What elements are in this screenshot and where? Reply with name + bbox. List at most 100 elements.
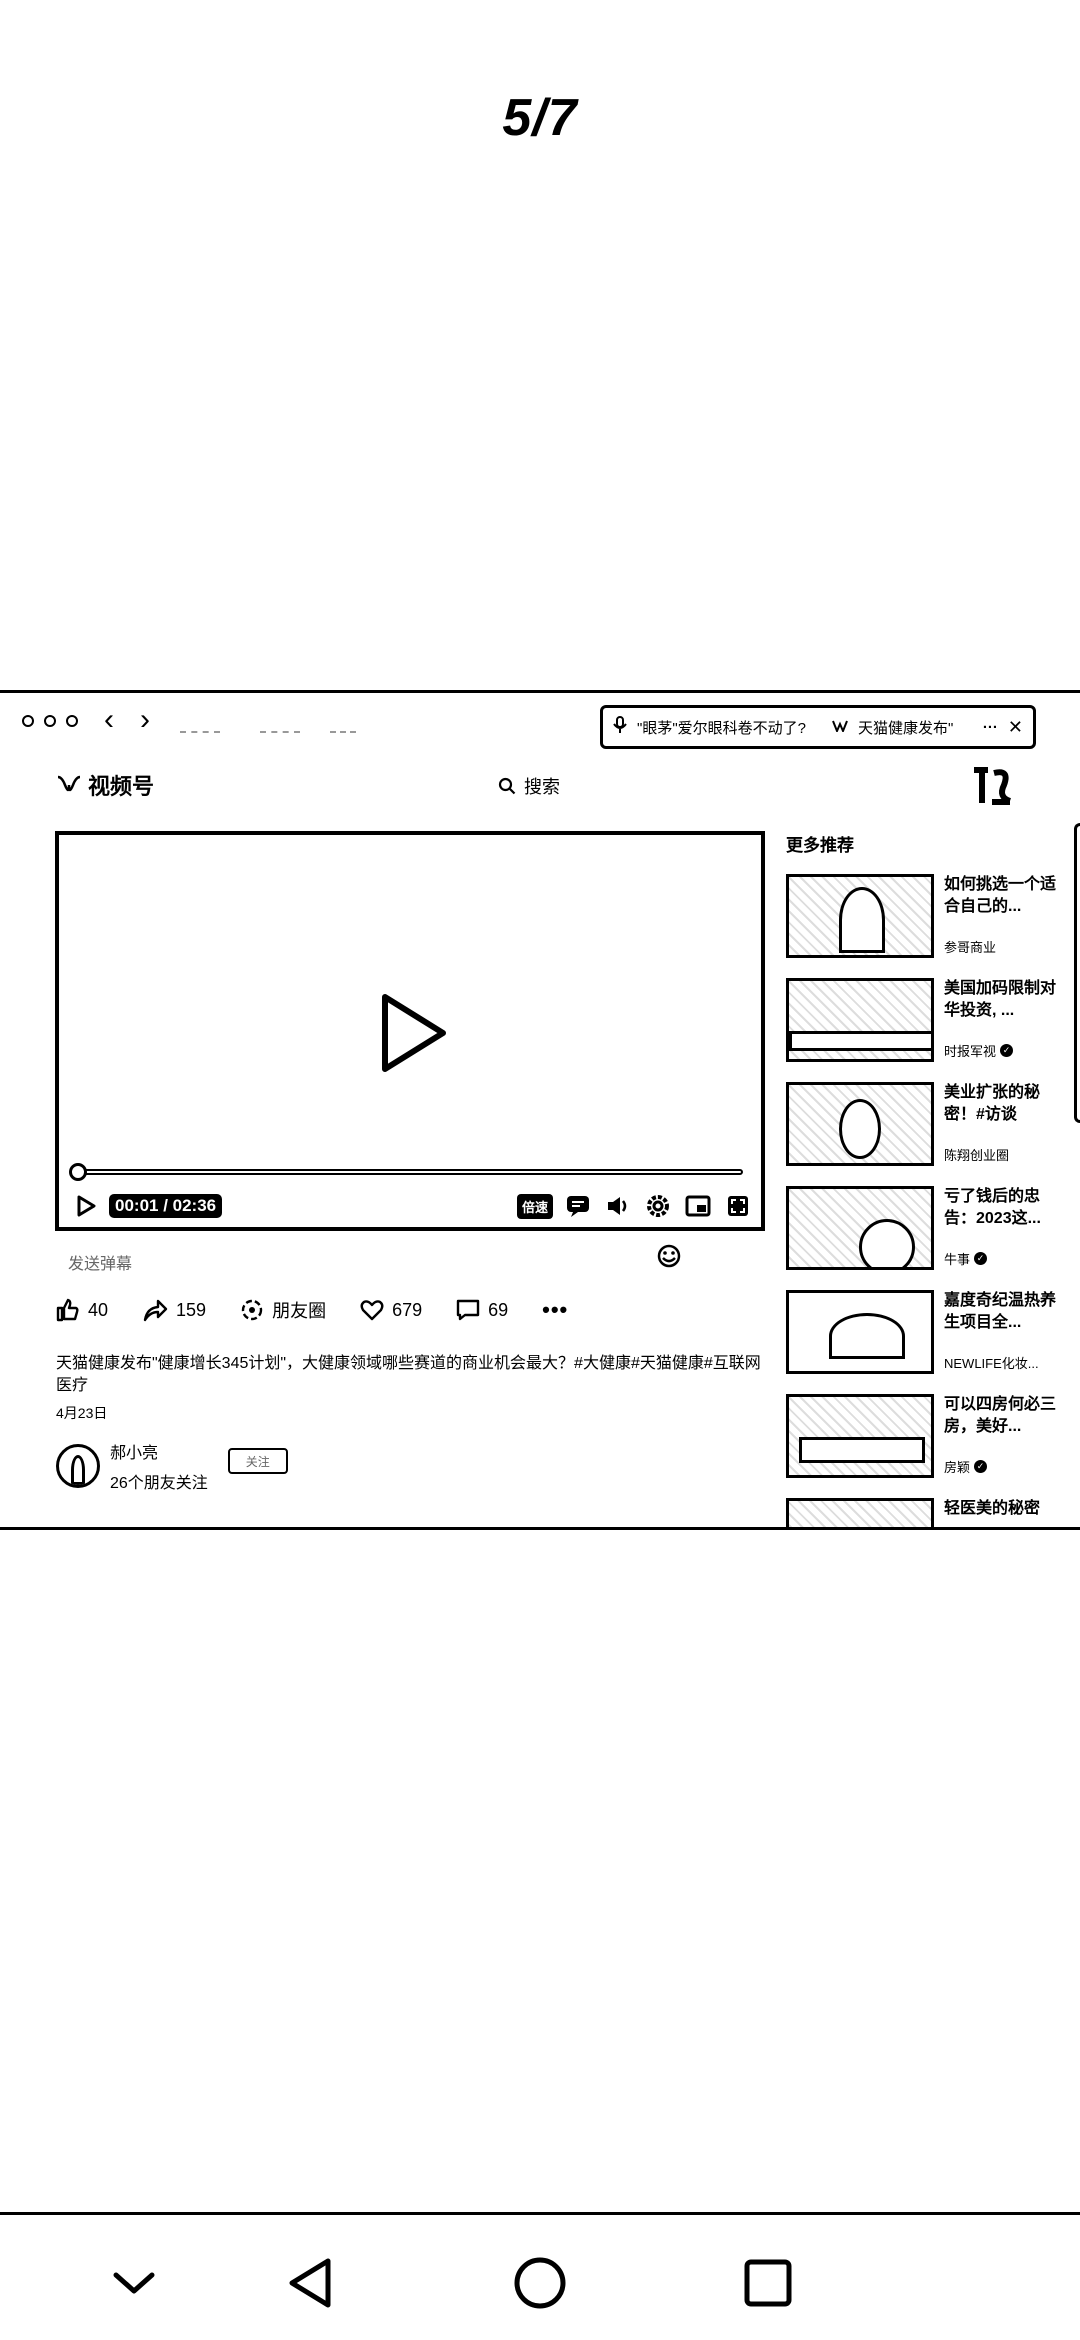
recommendation-item[interactable]: 可以四房何必三房，美好... 房颖✓ <box>786 1394 1076 1498</box>
site-logo[interactable]: 视频号 <box>56 769 154 801</box>
side-panel-handle[interactable] <box>1074 823 1080 1123</box>
emoji-icon[interactable] <box>656 1243 682 1274</box>
author-avatar[interactable] <box>56 1444 100 1488</box>
recommendation-title: 可以四房何必三房，美好... <box>944 1396 1057 1435</box>
toolbar-faint-icon <box>260 715 300 733</box>
recommendation-thumbnail <box>786 1498 934 1527</box>
recommendation-item[interactable]: 轻医美的秘密 <box>786 1498 1076 1527</box>
recommendation-item[interactable]: 嘉度奇纪温热养生项目全... NEWLIFE化妆... <box>786 1290 1076 1394</box>
verified-badge-icon: ✓ <box>1000 1044 1014 1057</box>
site-header: 视频号 搜索 <box>0 767 1080 809</box>
progress-knob[interactable] <box>69 1163 87 1181</box>
follow-button[interactable]: 关注 <box>227 1448 288 1474</box>
play-small-icon[interactable] <box>71 1191 101 1221</box>
recommendation-title: 美业扩张的秘密！#访谈 <box>944 1084 1041 1123</box>
danmaku-icon[interactable] <box>563 1191 593 1221</box>
player-controls: 00:01 / 02:36 倍速 <box>71 1191 753 1221</box>
browser-toolbar: ‹ › "眼茅"爱尔眼科卷不动了? 天猫健康发布" ··· ✕ <box>0 693 1080 753</box>
thumbs-up-icon <box>56 1298 79 1322</box>
video-player[interactable]: 00:01 / 02:36 倍速 <box>55 831 765 1231</box>
toolbar-faint-icon <box>330 715 356 733</box>
picture-in-picture-icon[interactable] <box>683 1191 713 1221</box>
maximize-window-dot[interactable] <box>66 715 78 727</box>
post-date: 4月23日 <box>56 1405 108 1421</box>
play-icon[interactable] <box>377 991 449 1080</box>
like-button[interactable]: 40 <box>56 1298 108 1322</box>
search-icon <box>498 777 516 795</box>
recommendation-title: 嘉度奇纪温热养生项目全... <box>944 1292 1057 1331</box>
post-description: 天猫健康发布"健康增长345计划"，大健康领域哪些赛道的商业机会最大？#大健康#… <box>56 1355 761 1394</box>
more-button[interactable]: ••• <box>542 1297 568 1323</box>
verified-badge-icon: ✓ <box>974 1460 988 1473</box>
author-name[interactable]: 郝小亮 <box>110 1445 159 1462</box>
recommendations-title: 更多推荐 <box>786 836 854 855</box>
recommendation-source: 房颖 <box>944 1460 971 1475</box>
more-dots-icon: ••• <box>542 1297 569 1322</box>
share-count: 159 <box>176 1299 207 1320</box>
forward-arrow-icon[interactable]: › <box>140 703 150 736</box>
recommendation-thumbnail <box>786 1394 934 1478</box>
toolbar-faint-icon <box>180 715 220 733</box>
image-counter: 5/7 <box>502 89 578 147</box>
recommendation-item[interactable]: 亏了钱后的忠告：2023这...牛事✓ <box>786 1186 1076 1290</box>
minimize-window-dot[interactable] <box>44 715 56 727</box>
embedded-screenshot: ‹ › "眼茅"爱尔眼科卷不动了? 天猫健康发布" ··· ✕ 视频号 搜索 <box>0 690 1080 1530</box>
progress-bar[interactable] <box>73 1169 743 1175</box>
comment-bubble-icon <box>456 1299 480 1321</box>
more-tabs-icon[interactable]: ··· <box>982 718 998 736</box>
moments-button[interactable]: 朋友圈 <box>240 1297 326 1323</box>
recommendation-thumbnail <box>786 978 934 1062</box>
recommendation-title: 美国加码限制对华投资, ... <box>944 980 1057 1019</box>
recommendation-source: 时报军视 <box>944 1044 997 1059</box>
tab-2-label[interactable]: 天猫健康发布" <box>858 719 954 737</box>
recommendation-thumbnail <box>786 1290 934 1374</box>
settings-gear-icon[interactable] <box>643 1191 673 1221</box>
moments-aperture-icon <box>241 1299 263 1321</box>
comment-count: 69 <box>488 1299 509 1320</box>
search-button[interactable]: 搜索 <box>498 773 560 799</box>
recommendation-item[interactable]: 美业扩张的秘密！#访谈陈翔创业圈 <box>786 1082 1076 1186</box>
recommendations-panel: 更多推荐 如何挑选一个适合自己的... 参哥商业 美国加码限制对华投资, ... 时… <box>786 831 1076 1527</box>
site-name: 视频号 <box>88 774 155 799</box>
recommendation-item[interactable]: 如何挑选一个适合自己的... 参哥商业 <box>786 874 1076 978</box>
recommendation-title: 亏了钱后的忠告：2023这... <box>944 1188 1041 1227</box>
moments-label: 朋友圈 <box>272 1301 327 1321</box>
speed-button[interactable]: 倍速 <box>516 1193 553 1219</box>
favorite-button[interactable]: 679 <box>360 1299 422 1321</box>
recommendation-thumbnail <box>786 1186 934 1270</box>
action-bar: 40 159 朋友圈 679 69 ••• <box>56 1297 602 1323</box>
tab-1-label[interactable]: "眼茅"爱尔眼科卷不动了? <box>637 719 806 737</box>
close-window-dot[interactable] <box>22 715 34 727</box>
recommendation-title: 轻医美的秘密 <box>944 1500 1041 1517</box>
search-label: 搜索 <box>524 777 560 797</box>
fullscreen-icon[interactable] <box>723 1191 753 1221</box>
channels-logo-icon <box>832 719 848 736</box>
recommendation-thumbnail <box>786 874 934 958</box>
author-info: 郝小亮 26个朋友关注 关注 <box>56 1439 288 1493</box>
user-avatar-icon[interactable] <box>970 763 1014 809</box>
favorite-count: 679 <box>392 1299 423 1320</box>
window-controls <box>22 715 78 727</box>
tab-strip: "眼茅"爱尔眼科卷不动了? 天猫健康发布" ··· ✕ <box>600 705 1036 749</box>
danmaku-input[interactable]: 发送弹幕 <box>68 1256 133 1273</box>
close-tab-icon[interactable]: ✕ <box>1007 716 1023 737</box>
recommendation-source: 参哥商业 <box>944 940 997 955</box>
share-arrow-icon <box>143 1299 168 1322</box>
share-button[interactable]: 159 <box>142 1298 206 1322</box>
recommendation-source: NEWLIFE化妆... <box>944 1356 1039 1371</box>
verified-badge-icon: ✓ <box>974 1252 988 1265</box>
home-circle-icon[interactable] <box>510 2253 570 2313</box>
recommendation-source: 陈翔创业圈 <box>944 1148 1010 1163</box>
time-display: 00:01 / 02:36 <box>109 1194 223 1218</box>
comment-button[interactable]: 69 <box>456 1299 508 1321</box>
recommendation-title: 如何挑选一个适合自己的... <box>944 876 1057 915</box>
channels-logo-icon <box>57 775 81 792</box>
collapse-chevron-icon[interactable] <box>104 2253 164 2313</box>
like-count: 40 <box>88 1299 109 1320</box>
back-arrow-icon[interactable]: ‹ <box>104 703 114 736</box>
heart-icon <box>360 1300 384 1321</box>
recommendation-item[interactable]: 美国加码限制对华投资, ... 时报军视✓ <box>786 978 1076 1082</box>
back-triangle-icon[interactable] <box>280 2253 340 2313</box>
recents-square-icon[interactable] <box>738 2253 798 2313</box>
volume-icon[interactable] <box>603 1191 633 1221</box>
